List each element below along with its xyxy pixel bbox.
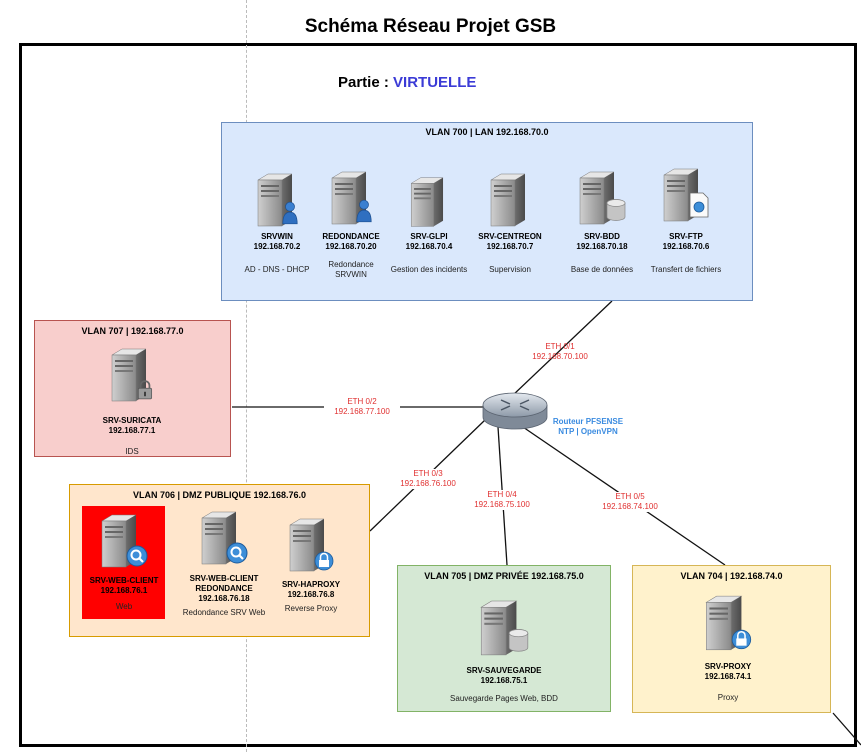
- server-srv-glpi[interactable]: SRV-GLPI 192.168.70.4 Gestion des incide…: [381, 174, 477, 275]
- server-lock-icon: [705, 595, 752, 651]
- link-ip: 192.168.77.100: [334, 407, 390, 416]
- server-name: SRV-CENTREON: [478, 232, 542, 241]
- link-label-eth0-2: ETH 0/2 192.168.77.100: [324, 397, 400, 417]
- link-label-eth0-3: ETH 0/3 192.168.76.100: [390, 469, 466, 489]
- zone-title: VLAN 700 | LAN 192.168.70.0: [425, 127, 549, 137]
- server-name: SRV-SURICATA: [102, 416, 162, 425]
- server-name: SRV-SAUVEGARDE: [466, 666, 542, 675]
- server-name: SRV-WEB-CLIENT: [89, 576, 159, 585]
- server-ip: 192.168.70.7: [486, 242, 534, 251]
- router-line1: Routeur PFSENSE: [552, 417, 624, 426]
- server-srv-centreon[interactable]: SRV-CENTREON 192.168.70.7 Supervision: [462, 170, 558, 275]
- server-srvwin[interactable]: SRVWIN 192.168.70.2 AD - DNS - DHCP: [229, 170, 325, 275]
- server-icon: [410, 177, 444, 227]
- server-name: SRV-FTP: [669, 232, 703, 241]
- server-ip: 192.168.76.18: [198, 594, 250, 603]
- server-name: SRV-WEB-CLIENT REDONDANCE: [189, 574, 259, 593]
- server-srv-haproxy[interactable]: SRV-HAPROXY 192.168.76.8 Reverse Proxy: [263, 514, 359, 614]
- server-ip: 192.168.70.20: [325, 242, 377, 251]
- server-user-icon: [331, 171, 372, 225]
- server-srv-sauvegarde[interactable]: SRV-SAUVEGARDE 192.168.75.1 Sauvegarde P…: [440, 596, 568, 704]
- server-name: SRV-HAPROXY: [281, 580, 341, 589]
- router-line2: NTP | OpenVPN: [558, 427, 618, 436]
- link-iface: ETH 0/1: [545, 342, 575, 351]
- server-lock-icon: [111, 348, 153, 402]
- link-iface: ETH 0/2: [347, 397, 377, 406]
- server-name: REDONDANCE: [322, 232, 380, 241]
- server-ip: 192.168.70.6: [662, 242, 710, 251]
- server-file-icon: [663, 168, 709, 222]
- part-value: VIRTUELLE: [393, 74, 477, 91]
- link-iface: ETH 0/4: [487, 490, 517, 499]
- server-ip: 192.168.76.8: [287, 590, 335, 599]
- server-desc: Reverse Proxy: [284, 604, 338, 613]
- link-ip: 192.168.70.100: [532, 352, 588, 361]
- server-user-icon: [257, 173, 298, 227]
- server-srv-proxy[interactable]: SRV-PROXY 192.168.74.1 Proxy: [680, 592, 776, 703]
- part-heading: Partie : VIRTUELLE: [338, 74, 476, 91]
- server-name: SRV-PROXY: [704, 662, 752, 671]
- link-line-lan: [511, 300, 613, 397]
- server-srv-bdd[interactable]: SRV-BDD 192.168.70.18 Base de données: [554, 166, 650, 275]
- router-label: Routeur PFSENSE NTP | OpenVPN: [543, 417, 633, 437]
- server-ip: 192.168.70.18: [576, 242, 628, 251]
- separator-line: [246, 0, 247, 752]
- server-srv-web-client[interactable]: SRV-WEB-CLIENT 192.168.76.1 Web: [76, 510, 172, 612]
- server-desc: Redondance SRVWIN: [328, 260, 374, 279]
- server-name: SRV-BDD: [584, 232, 620, 241]
- server-ip: 192.168.76.1: [100, 586, 148, 595]
- server-database-icon: [480, 600, 529, 656]
- server-desc: Gestion des incidents: [390, 265, 468, 274]
- server-desc: Sauvegarde Pages Web, BDD: [450, 694, 558, 703]
- server-srv-web-client-redondance[interactable]: SRV-WEB-CLIENT REDONDANCE 192.168.76.18 …: [172, 506, 276, 618]
- link-iface: ETH 0/3: [413, 469, 443, 478]
- zone-title: VLAN 704 | 192.168.74.0: [680, 571, 783, 581]
- server-desc: Base de données: [570, 265, 634, 274]
- server-desc: Web: [115, 602, 133, 611]
- server-name: SRV-GLPI: [410, 232, 448, 241]
- zone-title: VLAN 705 | DMZ PRIVÉE 192.168.75.0: [424, 571, 584, 581]
- server-redondance[interactable]: REDONDANCE 192.168.70.20 Redondance SRVW…: [303, 166, 399, 280]
- link-ip: 192.168.74.100: [602, 502, 658, 511]
- zone-title: VLAN 706 | DMZ PUBLIQUE 192.168.76.0: [132, 490, 307, 500]
- link-label-eth0-5: ETH 0/5 192.168.74.100: [592, 492, 668, 512]
- part-label: Partie :: [338, 74, 389, 91]
- zone-title: VLAN 707 | 192.168.77.0: [81, 326, 184, 336]
- server-name: SRVWIN: [261, 232, 293, 241]
- link-label-eth0-4: ETH 0/4 192.168.75.100: [464, 490, 540, 510]
- link-ip: 192.168.76.100: [400, 479, 456, 488]
- link-iface: ETH 0/5: [615, 492, 645, 501]
- link-label-eth0-1: ETH 0/1 192.168.70.100: [522, 342, 598, 362]
- zone-vlan-707-ids: VLAN 707 | 192.168.77.0: [34, 320, 231, 457]
- server-srv-suricata[interactable]: SRV-SURICATA 192.168.77.1 IDS: [84, 344, 180, 457]
- server-desc: IDS: [125, 447, 139, 456]
- diagram-title: Schéma Réseau Projet GSB: [304, 16, 557, 37]
- server-database-icon: [579, 171, 626, 225]
- server-icon: [490, 173, 526, 227]
- server-ip: 192.168.70.4: [405, 242, 453, 251]
- server-desc: AD - DNS - DHCP: [244, 265, 310, 274]
- server-ip: 192.168.77.1: [108, 426, 156, 435]
- server-srv-ftp[interactable]: SRV-FTP 192.168.70.6 Transfert de fichie…: [638, 160, 734, 275]
- link-line-outside: [832, 712, 861, 746]
- server-lock-icon: [289, 518, 334, 572]
- server-ip: 192.168.70.2: [253, 242, 301, 251]
- server-desc: Supervision: [489, 265, 531, 274]
- server-desc: Transfert de fichiers: [650, 265, 722, 274]
- server-ip: 192.168.75.1: [480, 676, 528, 685]
- server-search-icon: [101, 514, 148, 568]
- router-icon[interactable]: [481, 391, 549, 431]
- link-ip: 192.168.75.100: [474, 500, 530, 509]
- server-desc: Redondance SRV Web: [182, 608, 266, 617]
- server-search-icon: [201, 511, 248, 565]
- server-ip: 192.168.74.1: [704, 672, 752, 681]
- server-desc: Proxy: [717, 693, 739, 702]
- diagram-frame: [19, 43, 857, 747]
